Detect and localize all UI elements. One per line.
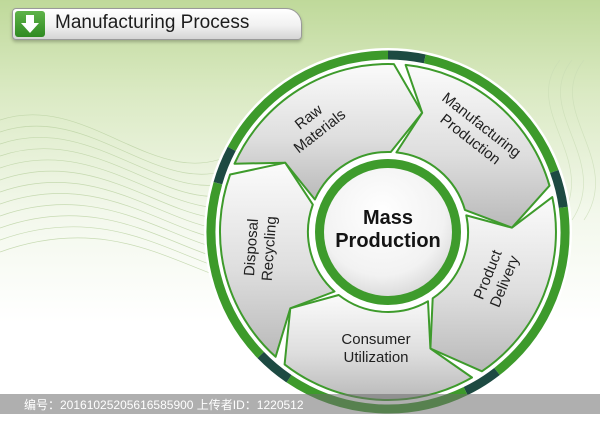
footer-bar: 编号：20161025205616585900 上传者ID：1220512: [0, 394, 600, 414]
outer-ring-arc: [206, 181, 264, 359]
outer-ring-arc: [387, 50, 426, 64]
outer-ring-arc: [463, 367, 500, 396]
outer-ring-arc: [494, 206, 570, 376]
outer-ring: [206, 50, 570, 414]
segment-label-consumer-utilization: Consumer Utilization: [341, 331, 410, 366]
center-label-line1: Mass: [363, 207, 413, 229]
outer-ring-arc: [257, 351, 292, 383]
svg-text:Recycling: Recycling: [259, 216, 280, 282]
center-label-line2: Production: [335, 230, 441, 252]
footer-text: 编号：20161025205616585900 上传者ID：1220512: [24, 398, 304, 412]
page-title: Manufacturing Process: [55, 12, 250, 33]
segment-raw-materials: [233, 63, 424, 201]
center-disc: [324, 168, 452, 296]
segment-product-delivery: [429, 196, 557, 373]
segment-label-raw-materials: Raw Materials: [291, 101, 349, 157]
svg-text:Utilization: Utilization: [343, 349, 408, 366]
header-bar: Manufacturing Process: [12, 8, 302, 40]
arrow-down-icon: [15, 11, 45, 37]
segment-label-disposal-recycling: Disposal Recycling: [241, 216, 280, 282]
outer-ring-arc: [213, 146, 236, 185]
outer-ring-arc: [227, 50, 389, 152]
segment-disposal-recycling: [219, 161, 336, 358]
outer-ring-arc: [423, 54, 559, 174]
outer-ring-arc: [550, 169, 568, 209]
svg-text:Disposal: Disposal: [241, 218, 262, 277]
svg-text:Consumer: Consumer: [341, 331, 410, 348]
segment-manufacturing-production: [395, 63, 551, 229]
process-segments: [219, 63, 557, 401]
